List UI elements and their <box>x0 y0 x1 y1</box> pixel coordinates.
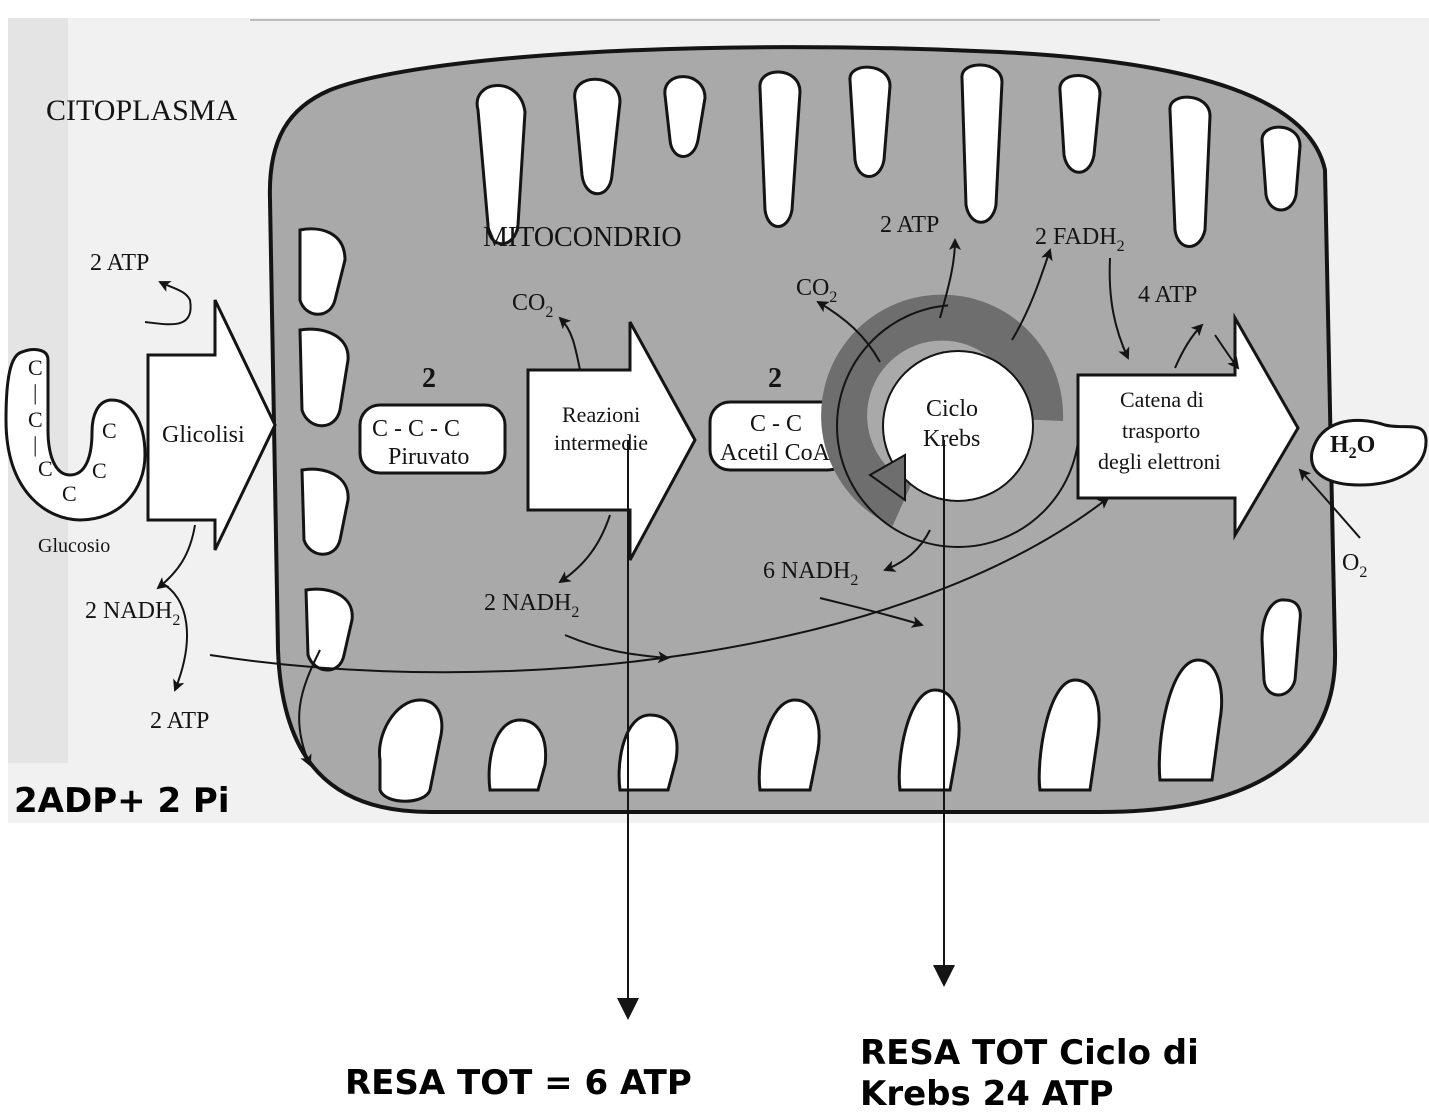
glucose-carbon-3: C <box>38 456 53 481</box>
glucose-carbon-5: C <box>92 458 107 483</box>
glycolysis-atp-bottom-label: 2 ATP <box>150 708 209 734</box>
co2-right-sub: 2 <box>829 289 837 306</box>
mitocondrio-label: MITOCONDRIO <box>483 222 682 253</box>
co2-left-text: CO <box>512 290 545 316</box>
glycolysis-nadh-text: 2 NADH <box>85 598 172 624</box>
co2-right-text: CO <box>796 275 829 301</box>
glucosio-label: Glucosio <box>38 535 110 557</box>
glucose-carbon-6: C <box>102 418 117 443</box>
ciclo-line2-label: Krebs <box>923 426 980 452</box>
h2o-o: O <box>1357 432 1376 458</box>
acetyl-formula-label: C - C <box>750 411 802 437</box>
yield-arrowhead-intermedie <box>617 998 639 1020</box>
catena-line1-label: Catena di <box>1120 387 1204 412</box>
ciclo-line1-label: Ciclo <box>926 396 978 422</box>
catena-line3-label: degli elettroni <box>1098 449 1221 474</box>
adp-pi-label: 2ADP+ 2 Pi <box>14 781 230 821</box>
o2-text: O <box>1342 550 1359 576</box>
reazioni-line2-label: intermedie <box>554 430 648 455</box>
glucose-carbon-2: C <box>28 407 43 432</box>
glycolysis-nadh-sub: 2 <box>172 612 180 629</box>
intermediate-nadh-sub: 2 <box>571 604 579 621</box>
glucose-bond-2: | <box>33 432 37 457</box>
pyruvate-name-label: Piruvato <box>388 444 469 470</box>
pyruvate-formula-label: C - C - C <box>372 416 460 442</box>
resa-krebs-line2-label: Krebs 24 ATP <box>860 1074 1114 1114</box>
glicolisi-label: Glicolisi <box>162 422 245 448</box>
glucose-carbon-4: C <box>62 481 77 506</box>
co2-left-sub: 2 <box>545 304 553 321</box>
o2-sub: 2 <box>1359 564 1367 581</box>
h2o-sub: 2 <box>1349 445 1357 462</box>
krebs-nadh-sub: 2 <box>850 572 858 589</box>
chain-atp-label: 4 ATP <box>1138 282 1197 308</box>
h2o-h: H <box>1330 432 1349 458</box>
catena-line2-label: trasporto <box>1122 418 1200 443</box>
krebs-fadh-sub: 2 <box>1117 238 1125 255</box>
yield-arrowhead-krebs <box>933 965 955 987</box>
glycolysis-atp-top-label: 2 ATP <box>90 250 149 276</box>
acetyl-count-label: 2 <box>768 363 782 394</box>
krebs-fadh-text: 2 FADH <box>1035 224 1117 250</box>
reazioni-line1-label: Reazioni <box>562 402 640 427</box>
glucose-bond-1: | <box>33 380 37 405</box>
resa-tot-label: RESA TOT = 6 ATP <box>345 1063 692 1103</box>
krebs-atp-label: 2 ATP <box>880 212 939 238</box>
pyruvate-count-label: 2 <box>422 363 436 394</box>
intermediate-nadh-text: 2 NADH <box>484 590 571 616</box>
krebs-nadh-text: 6 NADH <box>763 558 850 584</box>
citoplasma-label: CITOPLASMA <box>46 94 237 127</box>
resa-krebs-line1-label: RESA TOT Ciclo di <box>860 1033 1199 1073</box>
acetyl-name-label: Acetil CoA <box>720 440 831 466</box>
glucose-carbon-1: C <box>28 355 43 380</box>
